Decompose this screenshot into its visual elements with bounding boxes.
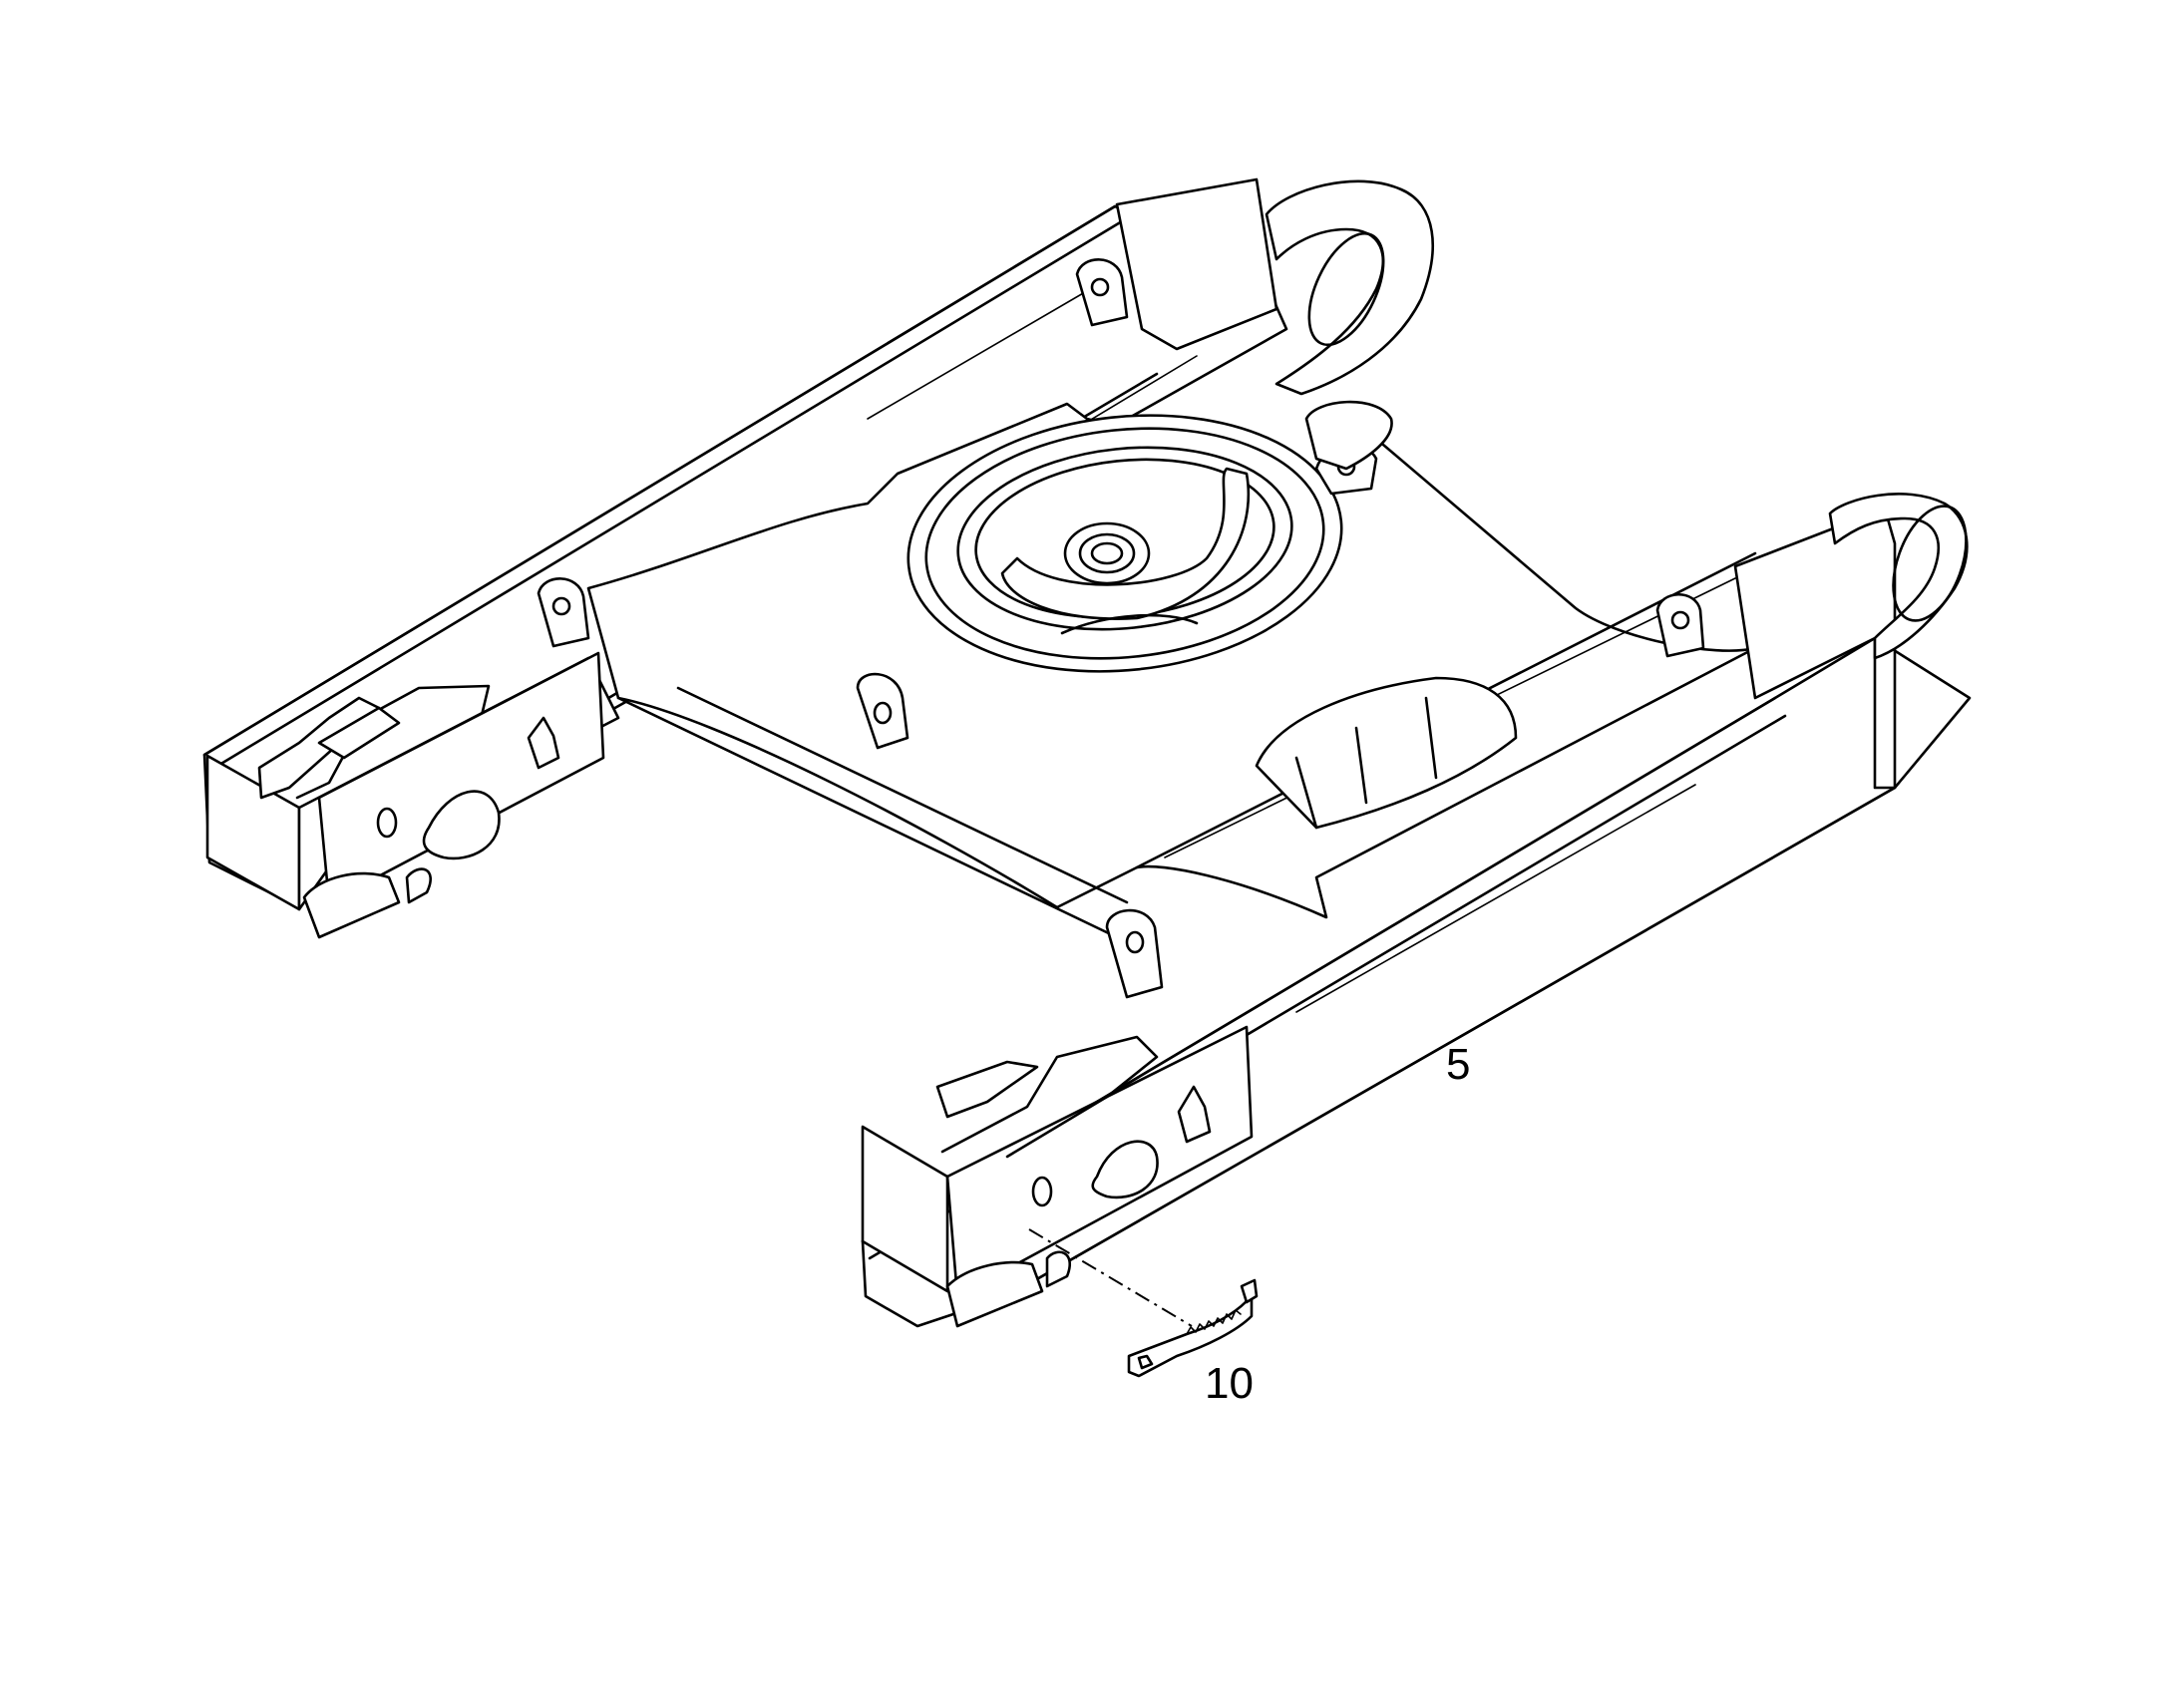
- hook-lug: [1304, 400, 1393, 471]
- rear-bracket: [1115, 177, 1278, 351]
- front-lug: [537, 577, 590, 648]
- leader-line: [1028, 1228, 1193, 1327]
- right-side-member: [861, 493, 1972, 1328]
- callout-5: 5: [1446, 1040, 1470, 1089]
- track-guide-plate: [1127, 1278, 1259, 1378]
- rear-bracket-ring: [1265, 179, 1434, 396]
- top-lug: [1075, 258, 1129, 327]
- callout-10: 10: [1205, 1359, 1254, 1408]
- undercarriage-frame: [202, 177, 1972, 1328]
- rear-lug: [1655, 593, 1705, 658]
